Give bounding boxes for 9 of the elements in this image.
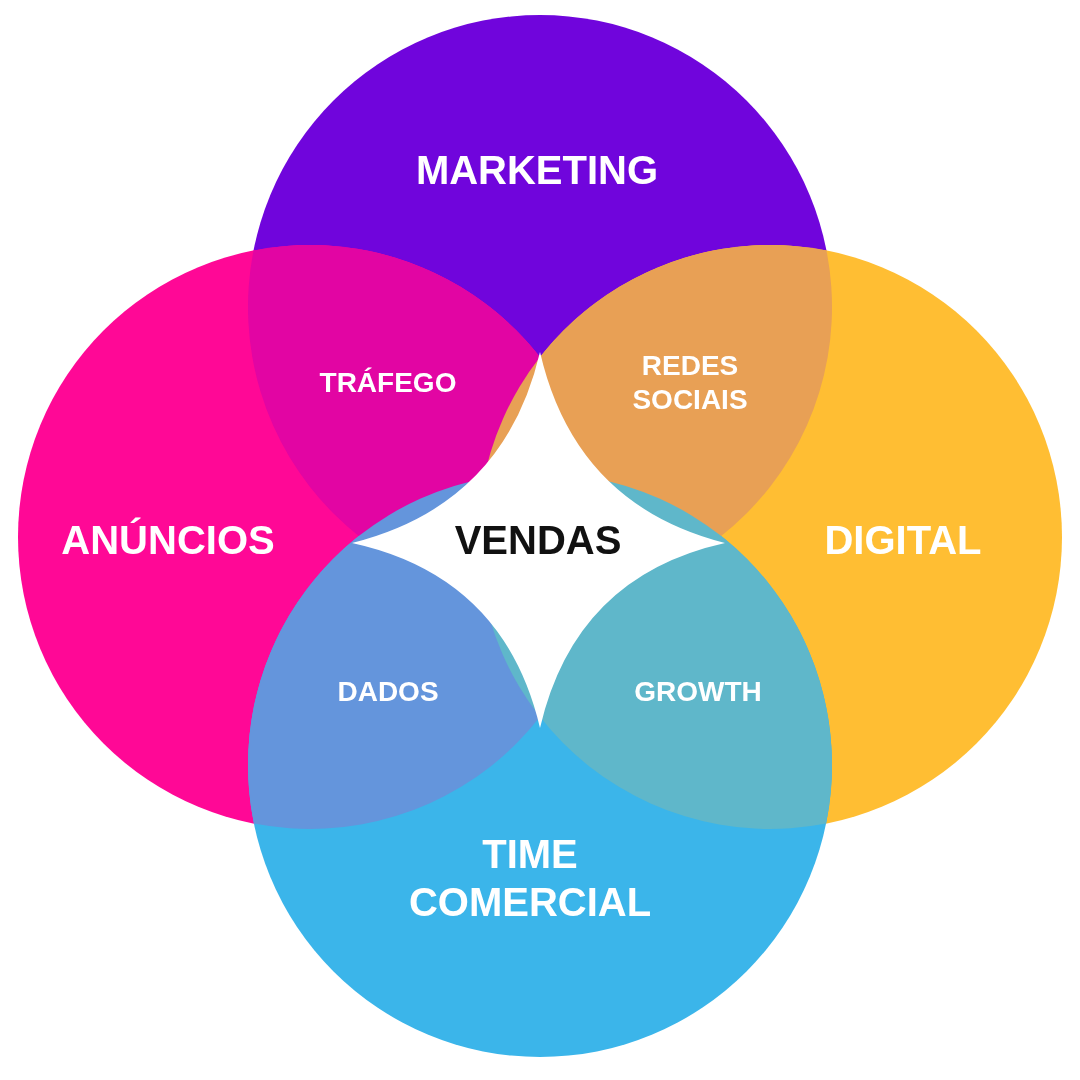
- overlap-label: DADOS: [336, 675, 440, 709]
- overlap-label: TRÁFEGO: [318, 366, 458, 400]
- center-label: VENDAS: [453, 517, 623, 564]
- overlap-label: GROWTH: [633, 675, 763, 709]
- circle-label: MARKETING: [414, 147, 660, 194]
- circle-label: DIGITAL: [823, 517, 983, 564]
- overlap-label: REDES SOCIAIS: [631, 349, 749, 417]
- circle-label: ANÚNCIOS: [60, 516, 276, 564]
- circle-label: TIME COMERCIAL: [407, 831, 653, 926]
